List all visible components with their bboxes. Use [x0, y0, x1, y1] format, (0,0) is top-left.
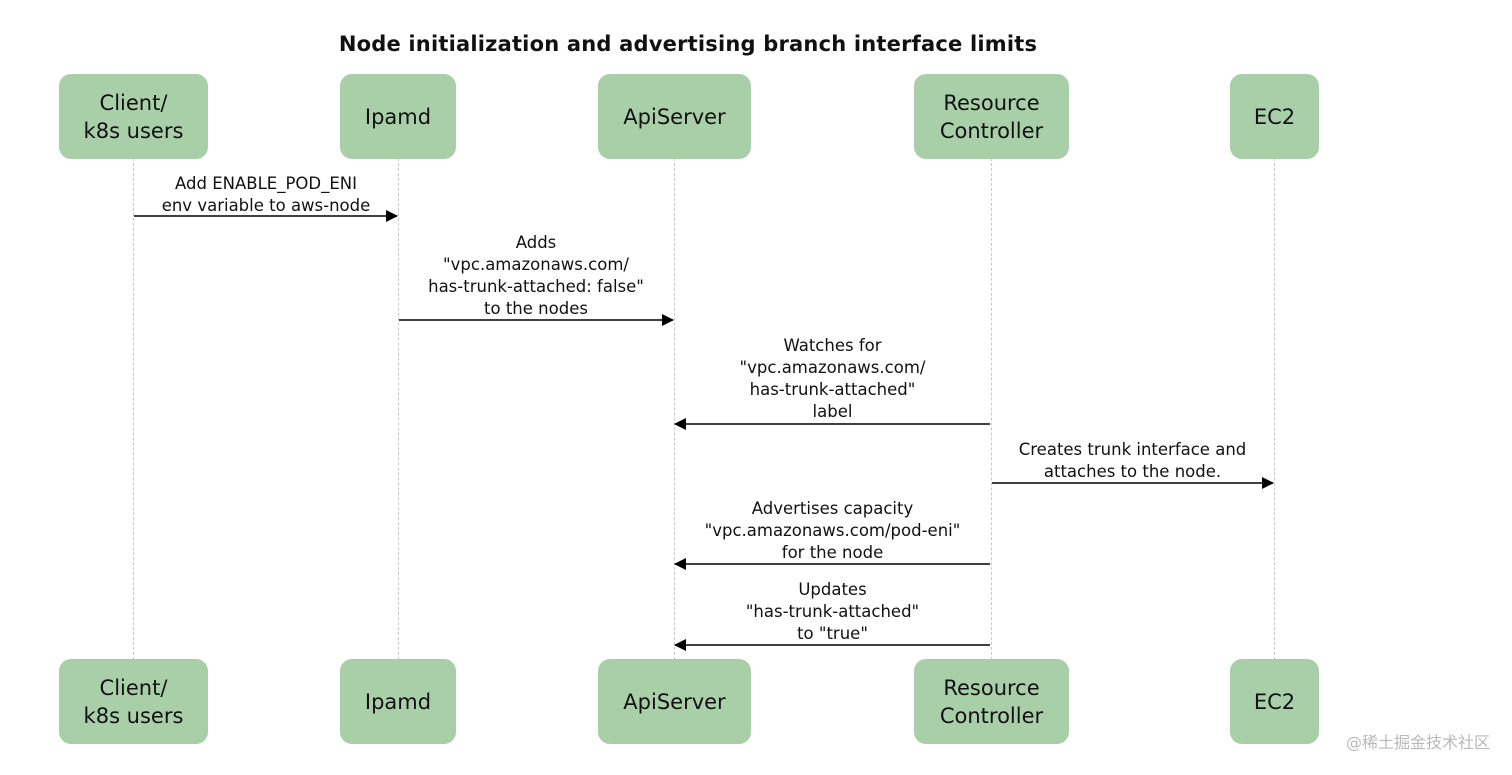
lifeline-client — [133, 158, 134, 660]
participant-ec2-bottom: EC2 — [1230, 659, 1319, 744]
watermark: @稀土掘金技术社区 — [1345, 733, 1490, 752]
lifeline-ipamd — [398, 158, 399, 660]
participant-resource-controller-top: Resource Controller — [914, 74, 1069, 159]
lifeline-apiserver — [674, 158, 675, 660]
message-label-5: Advertises capacity "vpc.amazonaws.com/p… — [704, 499, 961, 562]
participant-resource-controller-bottom: Resource Controller — [914, 659, 1069, 744]
lifeline-ec2 — [1274, 158, 1275, 660]
lifeline-resource-controller — [991, 158, 992, 660]
participant-client-top: Client/ k8s users — [59, 74, 208, 159]
participant-ipamd-bottom: Ipamd — [340, 659, 456, 744]
message-label-4: Creates trunk interface and attaches to … — [1018, 440, 1247, 481]
participant-client-bottom: Client/ k8s users — [59, 659, 208, 744]
diagram-title: Node initialization and advertising bran… — [338, 32, 1038, 56]
message-label-6: Updates "has-trunk-attached" to "true" — [745, 580, 920, 643]
participant-apiserver-top: ApiServer — [598, 74, 751, 159]
message-label-3: Watches for "vpc.amazonaws.com/ has-trun… — [739, 336, 926, 421]
participant-apiserver-bottom: ApiServer — [598, 659, 751, 744]
participant-ec2-top: EC2 — [1230, 74, 1319, 159]
message-label-1: Add ENABLE_POD_ENI env variable to aws-n… — [161, 174, 371, 215]
message-label-2: Adds "vpc.amazonaws.com/ has-trunk-attac… — [428, 233, 644, 318]
participant-ipamd-top: Ipamd — [340, 74, 456, 159]
